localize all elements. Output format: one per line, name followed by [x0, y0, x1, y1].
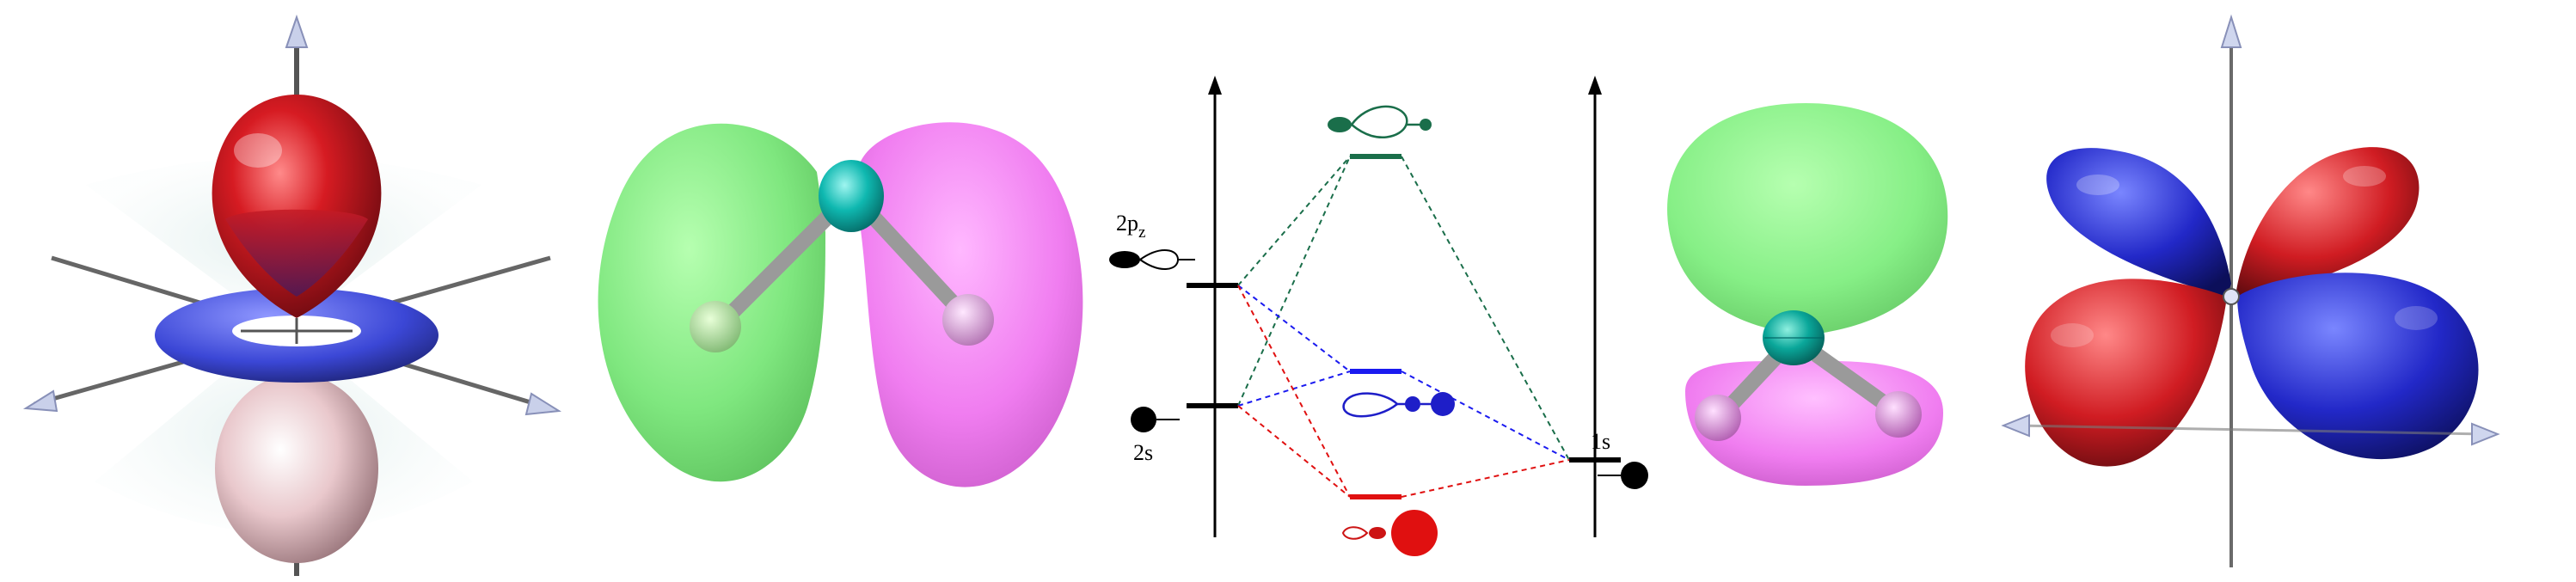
x-axis-arrow-right	[2471, 422, 2500, 446]
x-axis-arrow-left	[22, 389, 58, 413]
mo-top-icon	[1328, 105, 1432, 138]
x-axis-arrow-left	[2001, 414, 2030, 438]
label-1s: 1s	[1591, 429, 1610, 454]
mo-bottom-icon	[1341, 510, 1438, 556]
mo-energy-diagram: 2pz 2s 1s	[1101, 0, 1659, 582]
orbital-2pz-icon	[1109, 249, 1195, 270]
water-sigma-orbital-panel	[1608, 0, 1969, 582]
y-axis-arrow-right	[524, 392, 561, 416]
orbital-2s-icon	[1131, 407, 1180, 432]
mo-middle-icon	[1342, 392, 1455, 418]
blue-lobe-lower-right	[2237, 273, 2479, 460]
left-axis-arrow	[1208, 76, 1222, 95]
right-axis-arrow	[1588, 76, 1602, 95]
x-axis	[2015, 424, 2486, 436]
label-2s: 2s	[1133, 440, 1153, 465]
center-node	[2223, 288, 2240, 305]
hydrogen-right	[1875, 391, 1922, 438]
z-axis-arrow	[2220, 14, 2242, 48]
d-orbital-cloverleaf-panel	[1969, 0, 2576, 582]
upper-lobe	[212, 95, 382, 318]
oxygen-atom	[819, 160, 884, 232]
water-pi-orbital-panel	[567, 0, 1101, 582]
red-lobe-lower-left	[2025, 279, 2227, 467]
label-2pz: 2pz	[1116, 211, 1145, 242]
hydrogen-left	[690, 301, 741, 352]
orbital-1s-icon	[1598, 462, 1648, 489]
z-axis-arrow	[285, 14, 309, 48]
green-upper-lobe	[1667, 103, 1948, 335]
lower-lobe	[215, 374, 378, 563]
hydrogen-right	[942, 294, 994, 346]
red-lobe-upper-right	[2236, 147, 2420, 297]
blue-lobe-upper-left	[2046, 148, 2231, 297]
dz2-orbital-panel	[0, 0, 567, 582]
hydrogen-left	[1695, 395, 1741, 441]
